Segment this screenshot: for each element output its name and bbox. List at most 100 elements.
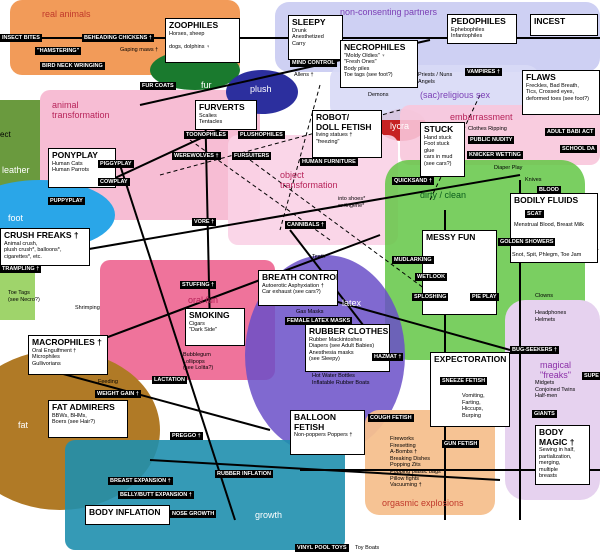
- node-title: BREATH CONTROL: [262, 272, 338, 282]
- node-desc: Animal crush, plush crush*, balloons*, c…: [4, 240, 62, 260]
- tag-weight-gain[interactable]: WEIGHT GAIN †: [95, 390, 141, 398]
- tag-female-latex-masks[interactable]: FEMALE LATEX MASKS: [285, 317, 353, 325]
- node-desc: Sewing in half, partialization, merging,…: [539, 447, 575, 480]
- tag-cough-fetish[interactable]: COUGH FETISH: [368, 414, 414, 422]
- node-title: BODY INFLATION: [89, 507, 161, 517]
- region-label-dirty-clean: dirty / clean: [420, 190, 467, 200]
- tag-piggyplay[interactable]: PIGGYPLAY: [98, 160, 134, 168]
- note-bubblegum: Bubblegum Lollipops (see Lolita?): [183, 352, 214, 372]
- tag-sneeze-fetish[interactable]: SNEEZE FETISH: [440, 377, 488, 385]
- tag-bird-neck-wringing[interactable]: BIRD NECK WRINGING: [40, 62, 105, 70]
- tag-school-days[interactable]: SCHOOL DA: [560, 145, 597, 153]
- tag-breast-expansion[interactable]: BREAST EXPANSION †: [108, 477, 173, 485]
- tag-golden-showers[interactable]: GOLDEN SHOWERS: [498, 238, 556, 246]
- note-fireworks: Fireworks Firesetting A-Bombs † Breaking…: [390, 436, 441, 489]
- tag-plushophiles[interactable]: PLUSHOPHILES: [238, 131, 285, 139]
- tag-scat[interactable]: SCAT: [525, 210, 544, 218]
- note-menstrual: Menstrual Blood, Breast Milk: [514, 222, 584, 228]
- node-title: EXPECTORATION: [434, 354, 507, 364]
- tag-sploshing[interactable]: SPLOSHING: [412, 293, 449, 301]
- region-label-non-consenting: non-consenting partners: [340, 7, 438, 17]
- tag-mind-control[interactable]: MIND CONTROL: [290, 59, 337, 67]
- note-feeding: Feeding: [98, 379, 118, 385]
- tag-vore[interactable]: VORE †: [192, 218, 217, 226]
- note-allens: Allens †: [294, 72, 314, 78]
- tag-vinyl-pool-toys[interactable]: VINYL POOL TOYS: [295, 544, 349, 552]
- tag-cannibals[interactable]: CANNIBALS †: [285, 221, 326, 229]
- node-title: BALLOON FETISH: [294, 412, 337, 432]
- tag-cowplay[interactable]: COWPLAY: [98, 178, 130, 186]
- node-body-magic[interactable]: BODY MAGIC †Sewing in half, partializati…: [535, 425, 590, 485]
- node-expectoration[interactable]: EXPECTORATION: [430, 352, 510, 427]
- node-desc: Hand stuck Foot stuck glue cars in mud (…: [424, 134, 453, 167]
- tag-puppyplay[interactable]: PUPPYPLAY: [48, 197, 85, 205]
- tag-quicksand[interactable]: QUICKSAND †: [392, 177, 434, 185]
- tag-knicker-wetting[interactable]: KNICKER WETTING: [467, 151, 523, 159]
- tag-human-furniture[interactable]: HUMAN FURNITURE: [300, 158, 358, 166]
- tag-vampires[interactable]: VAMPIRES †: [465, 68, 502, 76]
- tag-blood[interactable]: BLOOD: [537, 186, 561, 194]
- tag-mudlarking[interactable]: MUDLARKING: [392, 256, 434, 264]
- node-desc: Scalies Tentacles: [199, 112, 223, 126]
- tag-stuffing[interactable]: STUFFING †: [180, 281, 217, 289]
- tag-hamstering[interactable]: "HAMSTERING": [35, 47, 82, 55]
- region-label-animal-transformation: animal transformation: [52, 100, 110, 120]
- node-crush-freaks[interactable]: CRUSH FREAKS †Animal crush, plush crush*…: [0, 228, 90, 266]
- node-bodily-fluids[interactable]: BODILY FLUIDS: [510, 193, 598, 263]
- note-shrimping: Shrimping: [75, 305, 100, 311]
- tag-pie-play[interactable]: PIE PLAY: [470, 293, 499, 301]
- tag-fur-coats[interactable]: FUR COATS: [140, 82, 176, 90]
- tag-gun-fetish[interactable]: GUN FETISH: [442, 440, 480, 448]
- node-desc: Human Cats Human Parrots: [52, 160, 89, 174]
- tag-giants[interactable]: GIANTS: [532, 410, 557, 418]
- tag-act-edge[interactable]: ACT: [580, 128, 596, 136]
- node-body-inflation[interactable]: BODY INFLATION: [85, 505, 170, 525]
- node-title: FURVERTS: [199, 102, 245, 112]
- region-label-lycra: lycra: [390, 121, 410, 131]
- tag-werewolves[interactable]: WEREWOLVES †: [172, 152, 221, 160]
- region-label-fur: fur: [201, 80, 212, 90]
- node-incest[interactable]: INCEST: [530, 14, 598, 36]
- tag-fursuiters[interactable]: FURSUITERS: [232, 152, 272, 160]
- tag-wetlook[interactable]: WETLOOK: [415, 273, 448, 281]
- tag-beheading-chickens[interactable]: BEHEADING CHICKENS †: [82, 34, 154, 42]
- tag-preggo[interactable]: PREGGO †: [170, 432, 203, 440]
- node-title: STUCK: [424, 124, 454, 134]
- node-title: FAT ADMIRERS: [52, 402, 115, 412]
- tag-trampling[interactable]: TRAMPLING †: [0, 265, 42, 273]
- tag-public-nudity[interactable]: PUBLIC NUDITY: [468, 136, 515, 144]
- tag-adult-babies[interactable]: ADULT BABIES: [545, 128, 590, 136]
- tag-rubber-inflation[interactable]: RUBBER INFLATION: [215, 470, 273, 478]
- left-edge-ect: ect: [0, 130, 11, 139]
- node-necrophiles[interactable]: NECROPHILES"Moldy Oldies" ♀ "Fresh Ones"…: [340, 40, 418, 88]
- note-gaping-maws: Gaping maws †: [120, 47, 159, 53]
- tag-supe-edge[interactable]: SUPE: [582, 372, 600, 380]
- note-clothes-ripping: Clothes Ripping: [468, 126, 507, 132]
- node-title: NECROPHILES: [344, 42, 406, 52]
- tag-hazmat[interactable]: HAZMAT †: [372, 353, 404, 361]
- tag-nose-growth[interactable]: NOSE GROWTH: [170, 510, 217, 518]
- tag-lactation[interactable]: LACTATION: [152, 376, 187, 384]
- node-macrophiles[interactable]: MACROPHILES †Oral Engulfment † Microphil…: [28, 335, 108, 375]
- tag-bug-seekers[interactable]: BUG-SEEKERS †: [510, 346, 559, 354]
- node-title: PEDOPHILES: [451, 16, 506, 26]
- tag-insect-bites[interactable]: INSECT BITES: [0, 34, 42, 42]
- tag-belly-butt-expansion[interactable]: BELLY/BUTT EXPANSION †: [118, 491, 194, 499]
- region-label-orgasmic: orgasmic explosions: [382, 498, 464, 508]
- note-snot: Snot, Spit, Phlegm, Toe Jam: [512, 252, 582, 258]
- tag-toonophiles[interactable]: TOONOPHILES: [184, 131, 228, 139]
- node-title: RUBBER CLOTHES: [309, 326, 389, 336]
